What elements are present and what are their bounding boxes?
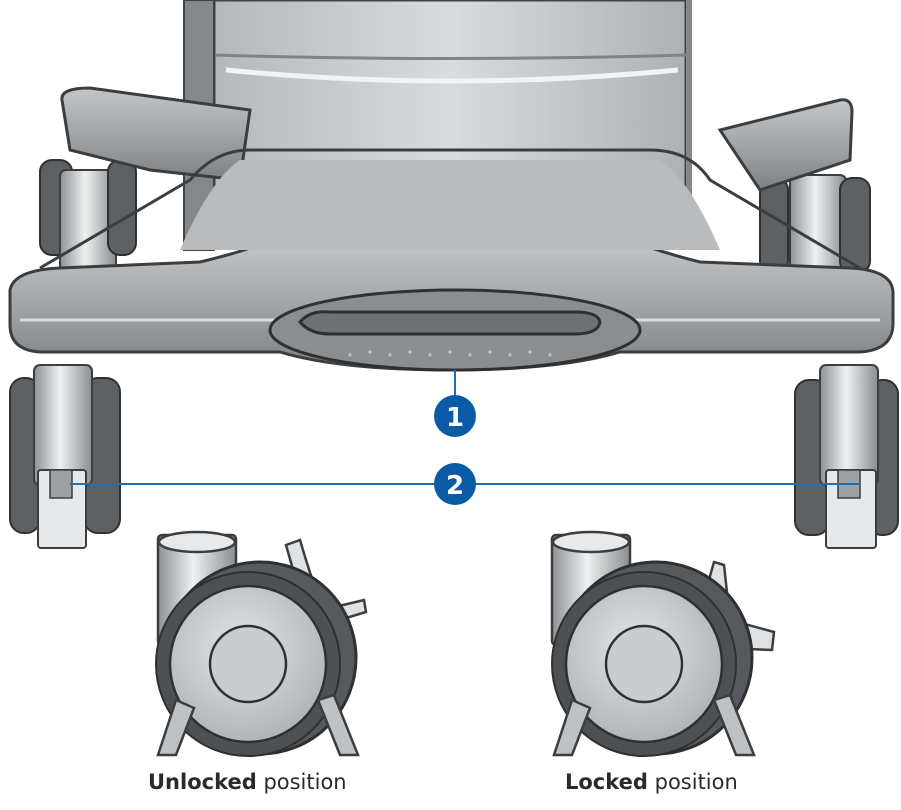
caption-unlocked-bold: Unlocked: [148, 770, 257, 794]
caption-unlocked-position: Unlocked position: [148, 770, 347, 794]
unlocked-wheel-detail: [155, 530, 368, 757]
caption-locked-position: Locked position: [565, 770, 738, 794]
callout-2-badge: 2: [434, 463, 476, 505]
caption-unlocked-rest: position: [256, 770, 347, 794]
locked-wheel-detail: [550, 530, 776, 757]
callout-1-badge: 1: [434, 395, 476, 437]
base-frame: [8, 86, 895, 372]
front-right-caster: [794, 364, 899, 549]
front-left-caster: [9, 364, 121, 549]
caption-locked-rest: position: [647, 770, 738, 794]
callout-1-number: 1: [446, 403, 464, 433]
caption-locked-bold: Locked: [565, 770, 648, 794]
back-left-caster: [39, 159, 137, 281]
callout-2-number: 2: [446, 471, 464, 501]
